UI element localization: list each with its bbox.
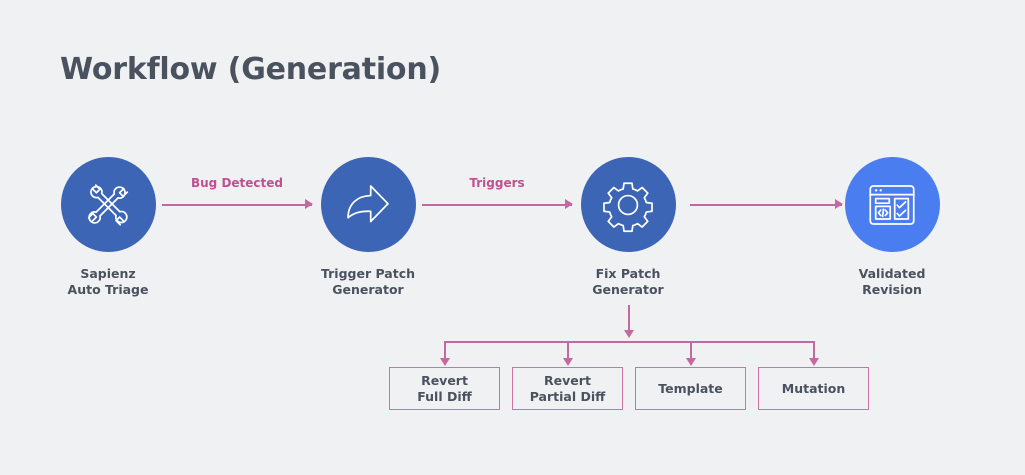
edge-label-triggers: Triggers xyxy=(469,176,525,190)
arrowhead-icon xyxy=(835,199,843,210)
node-circle xyxy=(320,157,416,252)
leaf-label: Revert Full Diff xyxy=(417,372,472,404)
leaf-label: Template xyxy=(658,380,723,396)
connector-arrow-bug-detected xyxy=(162,198,313,212)
node-caption: Validated Revision xyxy=(858,266,926,297)
curved-arrow-icon xyxy=(339,176,397,234)
node-fix-patch-generator[interactable]: Fix Patch Generator xyxy=(538,157,718,298)
gear-cog-icon xyxy=(599,176,657,234)
node-sapienz-auto-triage[interactable]: Sapienz Auto Triage xyxy=(18,157,198,298)
edge-label-bug-detected: Bug Detected xyxy=(190,176,283,190)
arrowhead-icon xyxy=(565,199,573,210)
node-caption: Sapienz Auto Triage xyxy=(67,266,149,297)
browser-code-checklist-icon xyxy=(863,176,921,234)
leaf-revert-partial-diff[interactable]: Revert Partial Diff xyxy=(512,367,623,410)
branch-drop-arrowhead-icon-3 xyxy=(685,358,696,366)
leaf-label: Mutation xyxy=(781,380,846,396)
branch-drop-line-4 xyxy=(813,341,815,359)
connector-arrow-triggers xyxy=(422,198,573,212)
connector-line xyxy=(690,204,842,206)
node-circle xyxy=(580,157,676,252)
branch-stem-line xyxy=(628,305,630,331)
connector-line xyxy=(422,204,572,206)
node-validated-revision[interactable]: Validated Revision xyxy=(802,157,982,298)
branch-drop-line-1 xyxy=(444,341,446,359)
node-caption: Trigger Patch Generator xyxy=(320,266,416,297)
branch-bus-line xyxy=(445,341,815,343)
node-circle xyxy=(60,157,156,252)
node-trigger-patch-generator[interactable]: Trigger Patch Generator xyxy=(278,157,458,298)
branch-drop-arrowhead-icon-1 xyxy=(439,358,450,366)
arrowhead-icon xyxy=(305,199,313,210)
connector-line xyxy=(162,204,312,206)
branch-drop-line-3 xyxy=(690,341,692,359)
node-circle xyxy=(844,157,940,252)
leaf-mutation[interactable]: Mutation xyxy=(758,367,869,410)
node-caption: Fix Patch Generator xyxy=(592,266,664,297)
connector-arrow-to-validated-revision xyxy=(690,198,843,212)
page-title: Workflow (Generation) xyxy=(60,52,442,87)
branch-drop-arrowhead-icon-4 xyxy=(808,358,819,366)
leaf-label: Revert Partial Diff xyxy=(529,372,606,404)
branch-stem-arrowhead-icon xyxy=(623,330,634,338)
branch-drop-line-2 xyxy=(567,341,569,359)
branch-drop-arrowhead-icon-2 xyxy=(562,358,573,366)
tools-wrench-hammer-icon xyxy=(79,176,137,234)
leaf-template[interactable]: Template xyxy=(635,367,746,410)
leaf-revert-full-diff[interactable]: Revert Full Diff xyxy=(389,367,500,410)
